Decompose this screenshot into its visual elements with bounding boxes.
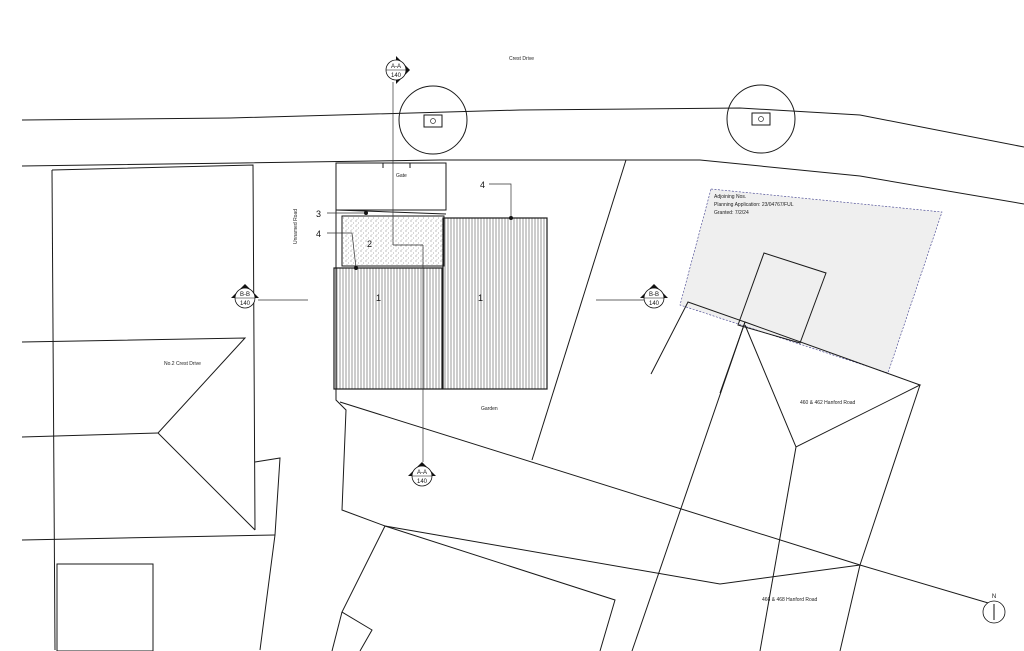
planning-note-line1: Adjoining Nos. bbox=[714, 194, 746, 200]
building-1-left-hatched bbox=[333, 267, 443, 390]
section-marker-aa-top: A-A 140 bbox=[385, 56, 410, 84]
label-garden: Garden bbox=[481, 406, 498, 412]
callout-number-4-left: 4 bbox=[316, 229, 321, 239]
street-tree-1 bbox=[398, 85, 468, 155]
svg-text:140: 140 bbox=[649, 301, 660, 307]
site-boundary bbox=[335, 163, 996, 606]
callout-leader-4-left bbox=[327, 232, 358, 270]
label-crest-drive: Crest Drive bbox=[509, 56, 534, 62]
road-edge-north bbox=[21, 107, 1024, 148]
callout-number-1-left: 1 bbox=[376, 293, 381, 303]
svg-text:140: 140 bbox=[391, 73, 402, 79]
label-no2-crest-drive: No.2 Crest Drive bbox=[164, 361, 201, 367]
road-edge-south bbox=[21, 159, 1024, 205]
rear-boundary bbox=[339, 401, 861, 566]
callout-leader-3 bbox=[327, 211, 368, 215]
building-south bbox=[384, 525, 616, 651]
street-tree-2 bbox=[726, 84, 796, 154]
section-line-aa bbox=[392, 82, 424, 462]
section-marker-aa-bottom: A-A 140 bbox=[408, 462, 436, 487]
planning-consent-area bbox=[679, 188, 943, 374]
building-466-468-hanford bbox=[839, 564, 861, 651]
svg-text:A-A: A-A bbox=[417, 470, 427, 476]
label-460-462-hanford: 460 & 462 Hanford Road bbox=[800, 400, 856, 406]
section-marker-bb-left: B-B 140 bbox=[231, 284, 259, 309]
svg-text:A-A: A-A bbox=[391, 64, 401, 70]
svg-text:B-B: B-B bbox=[240, 292, 250, 298]
svg-text:140: 140 bbox=[240, 301, 251, 307]
building-no2-crest-drive bbox=[21, 164, 281, 651]
section-marker-bb-right: B-B 140 bbox=[640, 284, 668, 309]
callout-number-3: 3 bbox=[316, 209, 321, 219]
svg-text:B-B: B-B bbox=[649, 292, 659, 298]
label-466-468-hanford: 466 & 468 Hanford Road bbox=[762, 597, 818, 603]
callout-number-2: 2 bbox=[367, 239, 372, 249]
label-gate: Gate bbox=[396, 173, 407, 179]
callout-number-4-right: 4 bbox=[480, 180, 485, 190]
north-arrow-icon: N bbox=[982, 594, 1006, 624]
building-460-462-hanford bbox=[631, 252, 922, 651]
planning-note-line2: Planning Application: 23/04767/FUL bbox=[714, 202, 794, 208]
svg-text:N: N bbox=[992, 594, 996, 600]
callout-number-1-right: 1 bbox=[478, 293, 483, 303]
building-1-right-hatched bbox=[442, 217, 548, 390]
svg-text:140: 140 bbox=[417, 479, 428, 485]
label-unnamed-road: Unnamed Road bbox=[293, 209, 299, 244]
boundary-diagonal bbox=[531, 159, 627, 461]
planning-note-line3: Granted: 7/2/24 bbox=[714, 210, 749, 216]
gate-area bbox=[335, 162, 447, 211]
callout-leader-4-right bbox=[489, 183, 513, 220]
